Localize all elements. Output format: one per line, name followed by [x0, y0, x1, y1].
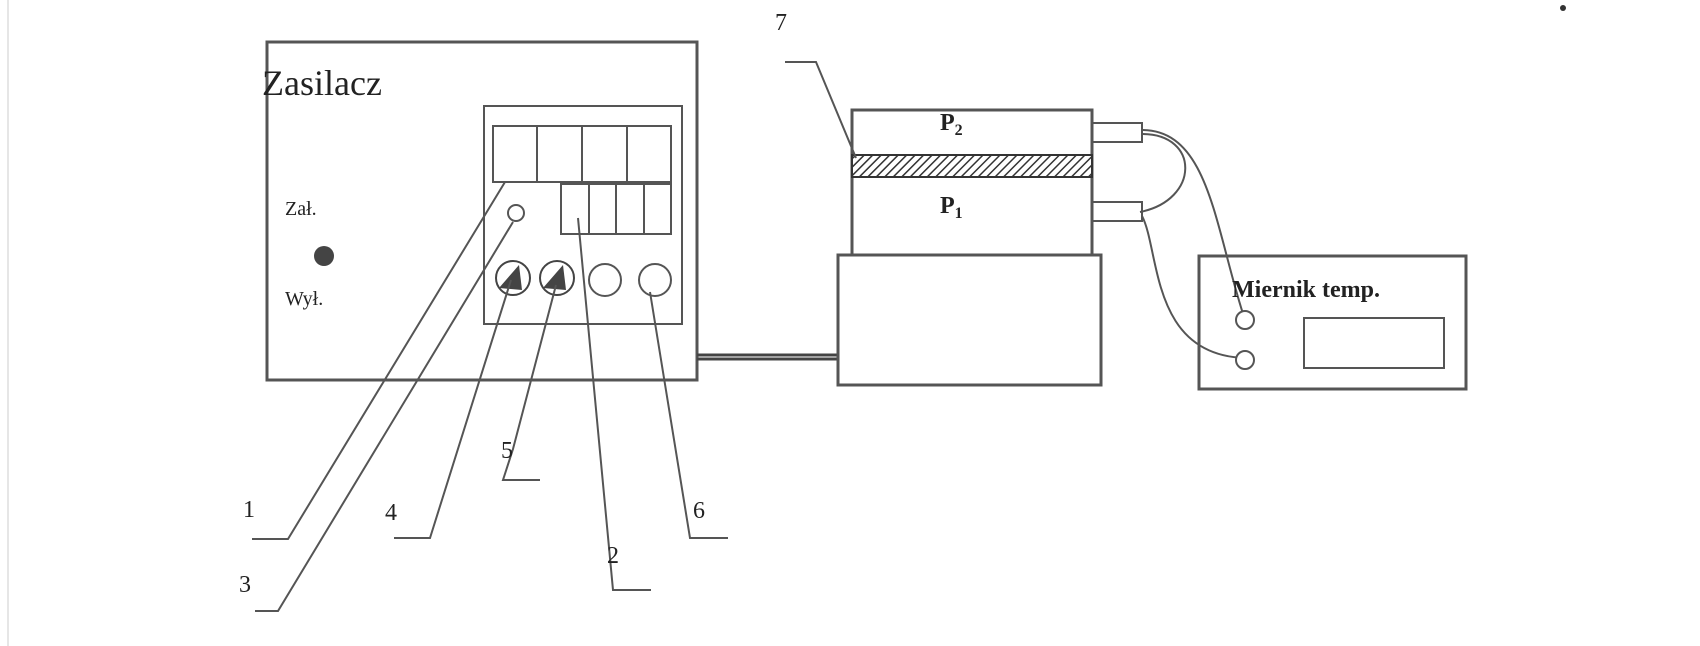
sample-layer [851, 154, 1093, 178]
callout-6: 6 [693, 498, 705, 524]
callout-5: 5 [501, 438, 513, 464]
ink-speck [1560, 5, 1566, 11]
indicator-lamp-icon [507, 204, 525, 222]
meter-input-1-icon[interactable] [1235, 310, 1255, 330]
switch-off-label: Wył. [285, 288, 323, 310]
callout-3: 3 [239, 572, 251, 598]
callout-4: 4 [385, 500, 397, 526]
knob-5-icon[interactable] [539, 260, 575, 296]
meter-display [1303, 317, 1445, 369]
meter-input-2-icon[interactable] [1235, 350, 1255, 370]
meter-housing [1197, 254, 1468, 391]
plate-housing [850, 108, 1094, 257]
callout-lines [252, 61, 857, 612]
power-supply-housing [265, 40, 699, 382]
knob-4-icon[interactable] [495, 260, 531, 296]
switch-on-label: Zał. [285, 198, 317, 220]
power-supply: Zasilacz Zał. Wył. [262, 40, 699, 382]
socket-6-icon[interactable] [638, 263, 672, 297]
sample-stack: P2 P1 [850, 108, 1143, 257]
power-switch-icon[interactable] [314, 246, 334, 266]
probe-wires [1139, 129, 1246, 359]
callout-7: 7 [775, 10, 787, 36]
temperature-meter: Miernik temp. [1197, 254, 1468, 391]
plate-p2-label: P2 [940, 110, 963, 139]
callout-1: 1 [243, 497, 255, 523]
heater-base [836, 253, 1103, 387]
plate-p1-label: P1 [940, 193, 963, 222]
supply-cable [697, 353, 838, 361]
probe-p2 [1091, 122, 1143, 143]
meter-title: Miernik temp. [1232, 277, 1380, 303]
socket-icon[interactable] [588, 263, 622, 297]
callout-2: 2 [607, 543, 619, 569]
power-supply-title: Zasilacz [262, 63, 382, 103]
probe-p1 [1091, 201, 1143, 222]
